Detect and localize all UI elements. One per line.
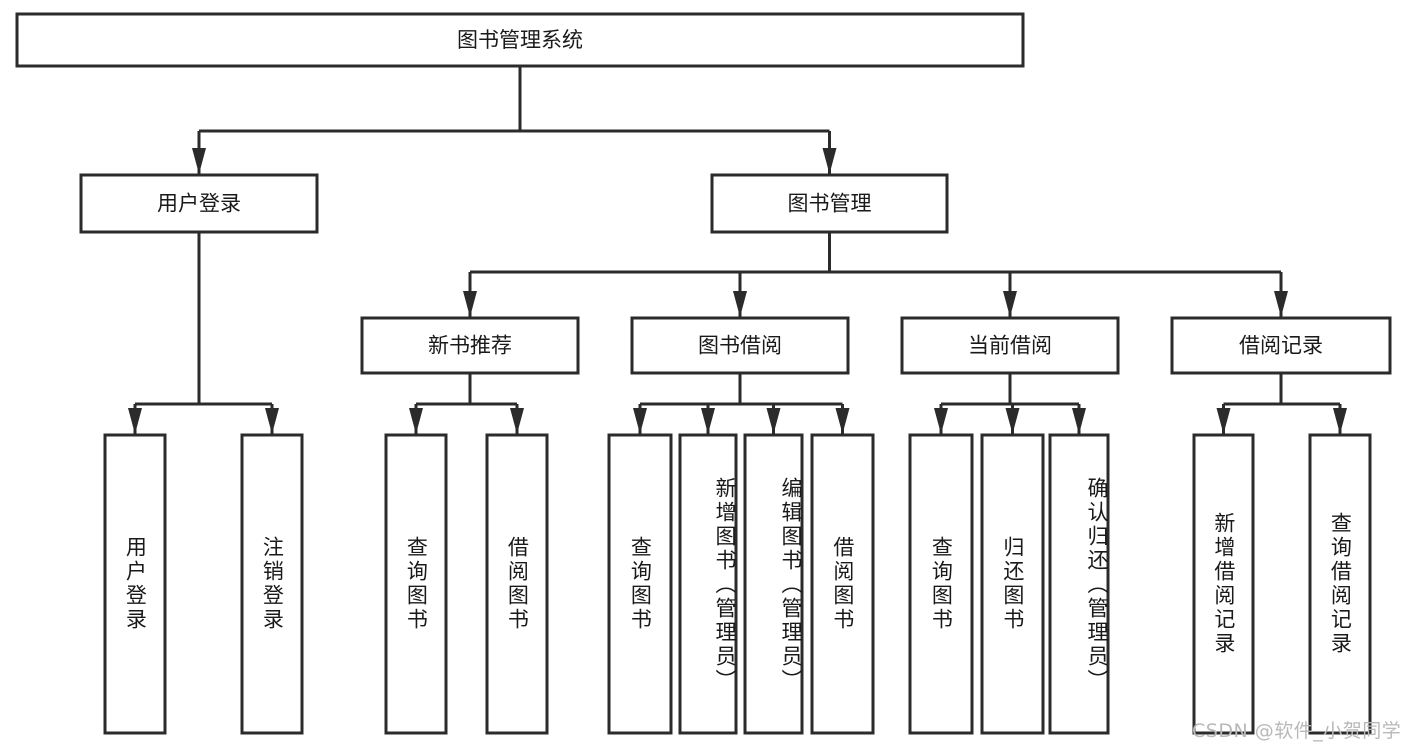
leaf-leaf-confirm-return[interactable] [1048,433,1110,735]
watermark-text: CSDN @软件_小贺同学 [1192,720,1402,742]
node-book-manage[interactable]: 图书管理 [710,173,949,234]
conn-current-borrow-arrow-0 [934,408,948,434]
conn-new-book-rec-arrow-0 [409,408,423,434]
conn-current-borrow-arrow-1 [1005,408,1020,434]
leaf-leaf-add-record-rect[interactable] [1192,433,1255,735]
node-book-manage-label: 图书管理 [788,192,872,216]
leaf-leaf-logout-rect[interactable] [240,433,304,735]
conn-root-arrow-0 [192,148,206,174]
leaf-leaf-user-login[interactable] [103,433,167,735]
node-current-borrow-label: 当前借阅 [968,334,1052,358]
leaf-leaf-query-book-rec-rect[interactable] [384,433,448,735]
node-book-manage-rect[interactable] [710,173,949,234]
leaf-leaf-edit-book[interactable] [743,433,804,735]
leaf-leaf-query-record-rect[interactable] [1308,433,1372,735]
conn-book-manage-arrow-1 [733,291,747,317]
leaf-leaf-query-book-borrow[interactable] [607,433,673,735]
conn-new-book-rec-arrow-1 [510,408,524,434]
conn-book-borrow-arrow-1 [701,408,715,434]
node-user-login[interactable]: 用户登录 [79,173,319,234]
node-borrow-record[interactable]: 借阅记录 [1170,316,1392,375]
node-current-borrow-rect[interactable] [900,316,1120,375]
leaf-leaf-logout[interactable] [240,433,304,735]
conn-user-login-arrow-0 [128,408,142,434]
leaf-leaf-query-book-borrow-rect[interactable] [607,433,673,735]
leaf-leaf-query-record[interactable] [1308,433,1372,735]
leaf-leaf-query-book-rec[interactable] [384,433,448,735]
conn-book-borrow-arrow-0 [633,408,647,434]
conn-book-borrow-arrow-2 [766,408,781,434]
node-new-book-rec-label: 新书推荐 [428,334,512,358]
node-user-login-label: 用户登录 [157,192,241,216]
node-book-borrow[interactable]: 图书借阅 [630,316,850,375]
conn-root-arrow-1 [822,148,837,174]
conn-user-login-arrow-1 [265,408,279,434]
node-book-borrow-label: 图书借阅 [698,334,782,358]
leaf-leaf-borrow-book-rec-rect[interactable] [485,433,549,735]
conn-book-manage-arrow-0 [463,291,477,317]
leaf-leaf-borrow-book-rect[interactable] [810,433,875,735]
conn-borrow-record-arrow-0 [1216,408,1231,434]
leaf-leaf-confirm-return-rect[interactable] [1048,433,1110,735]
leaf-leaf-borrow-book[interactable] [810,433,875,735]
leaf-leaf-query-book-cur-rect[interactable] [908,433,974,735]
conn-book-borrow-arrow-3 [835,408,850,434]
conn-borrow-record-arrow-1 [1333,408,1347,434]
node-book-borrow-rect[interactable] [630,316,850,375]
leaf-leaf-add-record[interactable] [1192,433,1255,735]
leaf-leaf-query-book-cur[interactable] [908,433,974,735]
leaf-leaf-add-book[interactable] [678,433,738,735]
conn-book-manage-arrow-2 [1003,291,1017,317]
node-new-book-rec-rect[interactable] [360,316,580,375]
leaf-leaf-return-book-rect[interactable] [980,433,1045,735]
leaf-leaf-edit-book-rect[interactable] [743,433,804,735]
node-borrow-record-label: 借阅记录 [1239,334,1323,358]
node-new-book-rec[interactable]: 新书推荐 [360,316,580,375]
node-borrow-record-rect[interactable] [1170,316,1392,375]
node-current-borrow[interactable]: 当前借阅 [900,316,1120,375]
node-root-label: 图书管理系统 [457,28,583,52]
node-root-rect[interactable] [15,12,1025,68]
node-root[interactable]: 图书管理系统 [15,12,1025,68]
leaf-leaf-user-login-rect[interactable] [103,433,167,735]
conn-book-manage-arrow-3 [1274,291,1288,317]
leaf-leaf-add-book-rect[interactable] [678,433,738,735]
leaf-leaf-borrow-book-rec[interactable] [485,433,549,735]
leaf-leaf-return-book[interactable] [980,433,1045,735]
connectors-layer [128,66,1347,434]
node-user-login-rect[interactable] [79,173,319,234]
conn-current-borrow-arrow-2 [1072,408,1086,434]
